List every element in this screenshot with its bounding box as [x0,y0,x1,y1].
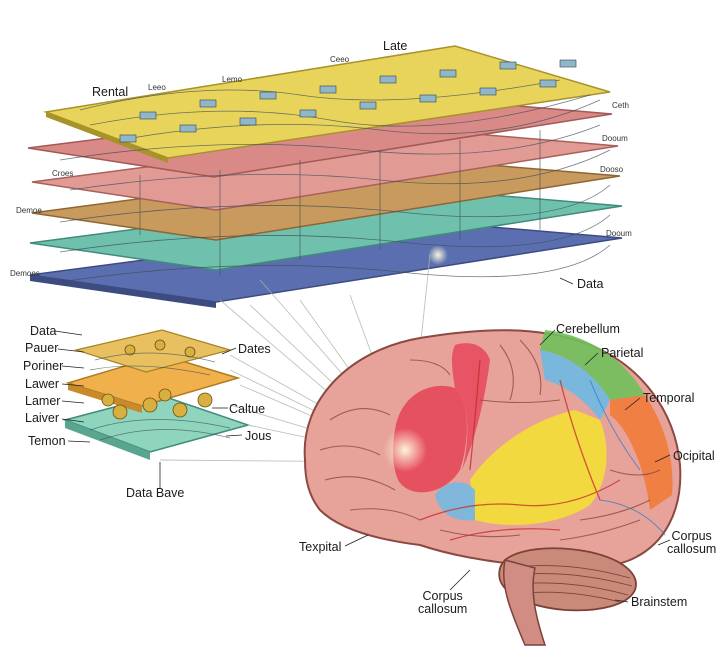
network-layer-stack [27,45,623,308]
leader-lines [54,277,671,603]
label-faded-9: Croes [52,169,74,178]
label-parietal: Parietal [601,346,644,360]
small-stack-gears [101,339,213,420]
label-dates: Dates [238,342,271,356]
label-faded-5: Demoe [16,206,42,215]
label-faded-8: Dooso [600,165,624,174]
small-stack-lines [89,352,231,441]
region-blue-lower [435,482,475,521]
layer-circuit-lines [59,79,611,283]
small-layer-stack [62,329,251,460]
label-ocipital: Ocipital [673,449,715,463]
label-texpital: Texpital [299,540,342,554]
region-orange [610,395,673,510]
label-data: Data [30,324,57,338]
label-faded-7: Demoes [10,269,40,278]
label-faded-2: Lemo [222,75,243,84]
layer-chips [119,59,577,143]
brain-gyri [319,339,661,541]
label-temporal: Temporal [643,391,695,405]
label-corpus-callosum-right: Corpus callosum [667,529,717,556]
label-corpus-callosum-bottom: Corpus callosum [418,589,468,616]
label-poriner: Poriner [23,359,64,373]
label-late: Late [383,39,408,53]
label-brainstem: Brainstem [631,595,688,609]
layer-blue-edge [30,275,216,308]
label-faded-6: Dooum [602,134,628,143]
label-rental: Rental [92,85,129,99]
label-lawer: Lawer [25,377,60,391]
glow-spot-top [428,245,448,265]
label-faded-4: Ceth [612,101,629,110]
region-blue-top [540,350,610,420]
label-pauer: Pauer [25,341,59,355]
glow-spot [383,428,427,472]
label-data-bave: Data Bave [126,486,185,500]
brain-blue-vessels [589,379,666,536]
label-temon: Temon [28,434,66,448]
region-red-band [451,343,490,470]
label-faded-10: Dooum [606,229,632,238]
region-yellow [470,410,607,525]
brain-brainstem [502,559,547,646]
label-data-right: Data [577,277,604,291]
brain-cerebrum [303,329,682,570]
brain-vessels [419,359,621,541]
label-faded-3: Ceeo [330,55,350,64]
label-cerebellum: Cerebellum [556,322,620,336]
brain-illustration [303,245,682,646]
small-layer-gold [73,329,233,373]
small-layer-green-edge [65,420,150,460]
label-faded-1: Leeo [148,83,166,92]
region-green [540,330,645,400]
label-caltue: Caltue [229,402,266,416]
label-lamer: Lamer [25,394,61,408]
label-laiver: Laiver [25,411,60,425]
label-jous: Jous [245,429,272,443]
